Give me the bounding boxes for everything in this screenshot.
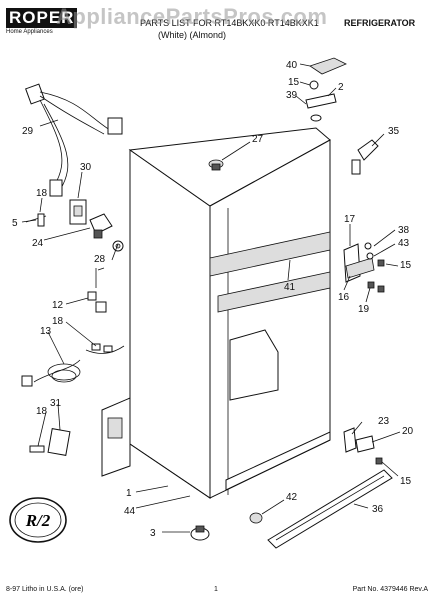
callout-39: 39 — [286, 90, 298, 101]
callout-13: 13 — [40, 326, 52, 337]
footer-part-number: Part No. 4379446 Rev.A — [352, 586, 428, 593]
footer-litho: 8-97 Litho in U.S.A. (ore) — [6, 586, 84, 593]
callout-18d: 18 — [36, 406, 48, 417]
callout-30: 30 — [80, 162, 92, 173]
callout-44: 44 — [124, 506, 136, 517]
callout-40: 40 — [286, 60, 298, 71]
callout-19: 19 — [358, 304, 370, 315]
callout-23: 23 — [378, 416, 390, 427]
wire-harness — [25, 83, 123, 197]
callout-28: 28 — [94, 254, 106, 265]
parts-list-line: PARTS LIST FOR RT14BKXK0 RT14BKXK1 — [140, 18, 319, 28]
part-35 — [351, 139, 379, 175]
r2-badge: R/2 — [9, 497, 67, 543]
r2-badge-text: R/2 — [25, 511, 51, 530]
brand-logo-subtitle: Home Appliances — [6, 29, 53, 35]
callout-labels: 40 15 2 39 35 29 27 30 18 5 24 17 38 43 … — [12, 60, 414, 539]
callout-43: 43 — [398, 238, 410, 249]
callout-35: 35 — [388, 126, 400, 137]
callout-18: 18 — [36, 188, 48, 199]
callout-41: 41 — [284, 282, 296, 293]
callout-15c: 15 — [400, 476, 412, 487]
screws-left — [87, 268, 107, 313]
callout-27: 27 — [252, 134, 264, 145]
watermark: AppliancePartsPros.com — [56, 4, 328, 29]
lower-hinge — [343, 427, 383, 465]
callout-31: 31 — [50, 398, 62, 409]
callout-16: 16 — [338, 292, 350, 303]
callout-12: 12 — [52, 300, 64, 311]
callout-15: 15 — [288, 77, 300, 88]
brand-logo-text: ROPER — [6, 8, 78, 28]
right-bracket-assembly — [343, 242, 385, 293]
callout-42: 42 — [286, 492, 298, 503]
callout-3: 3 — [150, 528, 156, 539]
leveling-leg — [190, 525, 210, 541]
power-cord — [21, 343, 125, 387]
callout-20: 20 — [402, 426, 414, 437]
thermostat-parts — [25, 199, 124, 252]
rear-panel — [101, 397, 131, 477]
callout-2: 2 — [338, 82, 344, 93]
callout-38: 38 — [398, 225, 410, 236]
callout-17: 17 — [344, 214, 356, 225]
model-colors: (White) (Almond) — [158, 30, 227, 40]
callout-18c: 18 — [52, 316, 64, 327]
cabinet — [128, 127, 331, 499]
callout-24: 24 — [32, 238, 44, 249]
callout-15b: 15 — [400, 260, 412, 271]
diagram-title: REFRIGERATOR — [344, 18, 416, 28]
callout-29: 29 — [22, 126, 34, 137]
top-hinge-assembly — [305, 57, 347, 122]
cover-31 — [29, 428, 71, 456]
leader-lines — [21, 63, 401, 533]
grille — [249, 469, 393, 549]
callout-1: 1 — [126, 488, 132, 499]
callout-36: 36 — [372, 504, 384, 515]
footer-page: 1 — [214, 586, 218, 593]
callout-5: 5 — [12, 218, 18, 229]
brand-logo: ROPER Home Appliances — [6, 8, 78, 35]
